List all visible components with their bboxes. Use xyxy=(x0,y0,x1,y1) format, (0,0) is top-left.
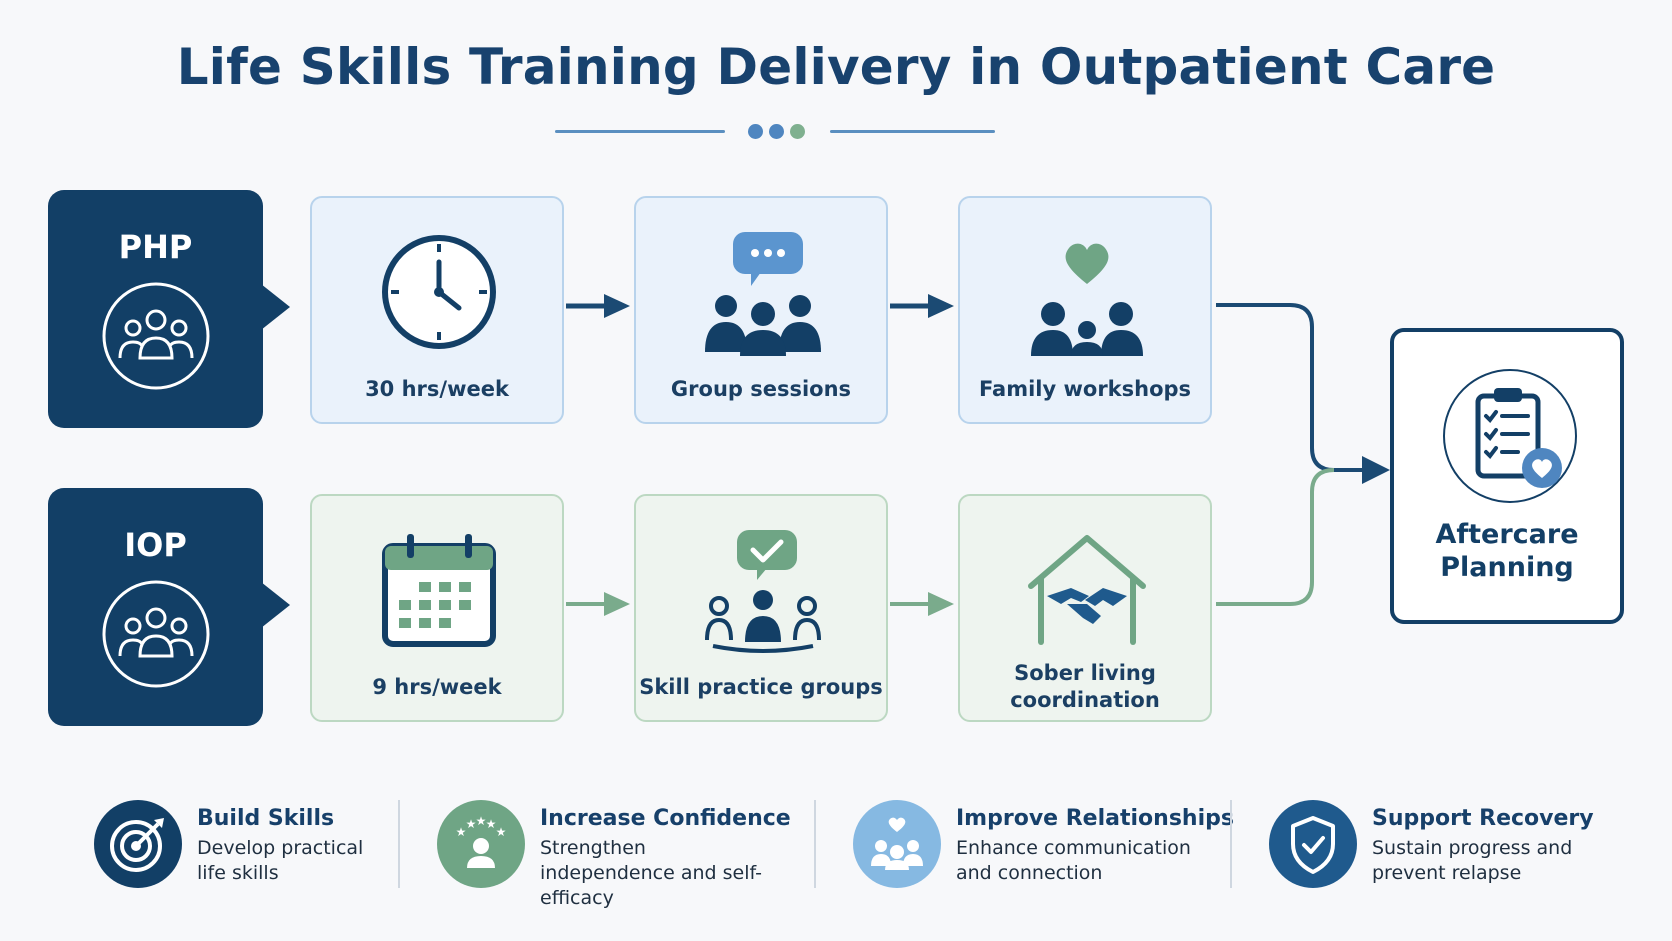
step-label: Skill practice groups xyxy=(639,675,883,699)
clock-icon xyxy=(382,235,496,349)
aftercare-label: Aftercare Planning xyxy=(1435,519,1579,583)
title-divider-right xyxy=(830,130,995,133)
step-label: 30 hrs/week xyxy=(365,377,509,401)
svg-text:★: ★ xyxy=(486,817,497,831)
step-iop-skill-groups: Skill practice groups xyxy=(634,494,888,722)
group-chat-icon xyxy=(705,232,821,356)
svg-text:★: ★ xyxy=(456,825,467,839)
shield-check-icon xyxy=(1291,816,1335,874)
svg-text:★: ★ xyxy=(476,814,487,828)
php-arrow-2 xyxy=(890,294,954,318)
benefit-build-skills-circle xyxy=(94,800,182,888)
php-arrow-1 xyxy=(566,294,630,318)
iop-arrow-2 xyxy=(890,592,954,616)
group-circle-icon xyxy=(102,282,210,390)
php-pointer xyxy=(261,284,290,330)
house-handshake-icon xyxy=(1028,535,1146,645)
step-php-family: Family workshops xyxy=(958,196,1212,424)
iop-to-aftercare-line xyxy=(1216,468,1335,606)
step-label: Family workshops xyxy=(978,377,1192,401)
step-label: Sober living coordination xyxy=(1010,661,1160,712)
calendar-icon xyxy=(382,534,496,647)
benefit-description: Enhance communication and connection xyxy=(956,837,1191,884)
benefit-description: Strengthen independence and self-efficac… xyxy=(540,837,762,909)
benefit-title: Support Recovery xyxy=(1372,806,1594,831)
program-label: PHP xyxy=(118,228,193,266)
benefit-title: Improve Relationships xyxy=(956,806,1234,831)
target-icon xyxy=(110,818,164,872)
title-dot xyxy=(769,124,784,139)
benefit-divider xyxy=(814,800,816,888)
svg-text:★: ★ xyxy=(496,825,507,839)
benefit-relationships-circle xyxy=(853,800,941,888)
benefit-title: Increase Confidence xyxy=(540,806,791,831)
group-circle-icon xyxy=(102,580,210,688)
benefit-divider xyxy=(398,800,400,888)
family-heart-icon xyxy=(1031,243,1143,356)
step-label: 9 hrs/week xyxy=(372,675,502,699)
iop-arrow-1 xyxy=(566,592,630,616)
program-label: IOP xyxy=(124,526,187,564)
title-divider-left xyxy=(555,130,725,133)
benefit-description: Sustain progress and prevent relapse xyxy=(1372,837,1573,884)
aftercare-box: Aftercare Planning xyxy=(1390,328,1624,624)
step-php-hours: 30 hrs/week xyxy=(310,196,564,424)
svg-text:★: ★ xyxy=(466,817,477,831)
step-php-group: Group sessions xyxy=(634,196,888,424)
benefit-recovery-circle xyxy=(1269,800,1357,888)
benefit-title: Build Skills xyxy=(197,806,335,831)
program-iop: IOP xyxy=(48,488,263,726)
step-label: Group sessions xyxy=(670,377,852,401)
benefit-divider xyxy=(1230,800,1232,888)
aftercare-arrowhead xyxy=(1362,456,1390,484)
step-iop-sober-living: Sober living coordination xyxy=(958,494,1212,722)
benefit-confidence-circle: ★ ★ ★ ★ ★ xyxy=(437,800,525,888)
title-dot xyxy=(748,124,763,139)
program-php: PHP xyxy=(48,190,263,428)
page-title: Life Skills Training Delivery in Outpati… xyxy=(176,38,1496,96)
group-check-icon xyxy=(705,530,821,653)
people-heart-icon xyxy=(871,817,923,870)
clipboard-heart-icon xyxy=(1443,369,1577,503)
iop-pointer xyxy=(261,582,290,628)
title-dot xyxy=(790,124,805,139)
step-iop-hours: 9 hrs/week xyxy=(310,494,564,722)
php-to-aftercare-line xyxy=(1216,303,1365,472)
person-stars-icon: ★ ★ ★ ★ ★ xyxy=(456,814,507,868)
benefit-description: Develop practical life skills xyxy=(197,837,364,884)
